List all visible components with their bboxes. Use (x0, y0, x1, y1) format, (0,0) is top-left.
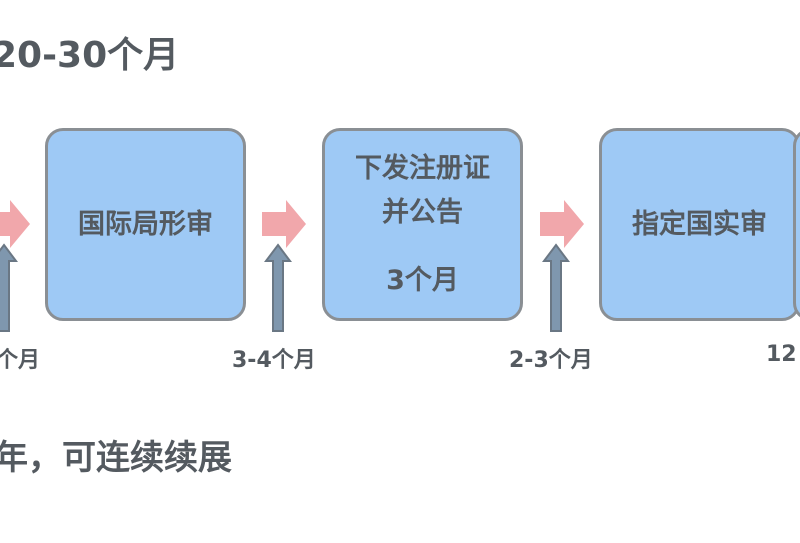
step-box-registration-certificate: 下发注册证 并公告 3个月 (322, 128, 523, 321)
right-arrow-icon (540, 200, 584, 248)
up-arrow-icon (0, 243, 18, 332)
step-box-partial (793, 128, 800, 321)
step-box-designated-country-exam: 指定国实审 (599, 128, 800, 321)
step-label: 并公告 (382, 196, 463, 228)
step-label: 下发注册证 (355, 152, 490, 184)
diagram-title: 20-30个月 (0, 35, 180, 76)
step-duration: 3个月 (386, 264, 459, 296)
up-arrow-icon (542, 243, 570, 332)
footer-note: 年，可连续续展 (0, 438, 232, 478)
right-arrow-icon (262, 200, 306, 248)
interval-label: 12 (766, 342, 797, 367)
interval-label: 2-3个月 (509, 348, 593, 373)
up-arrow-icon (264, 243, 292, 332)
interval-label: 个月 (0, 348, 41, 373)
right-arrow-icon (0, 200, 30, 248)
interval-label: 3-4个月 (232, 348, 316, 373)
step-label: 国际局形审 (78, 208, 213, 240)
step-box-international-exam: 国际局形审 (45, 128, 246, 321)
step-label: 指定国实审 (632, 208, 767, 240)
